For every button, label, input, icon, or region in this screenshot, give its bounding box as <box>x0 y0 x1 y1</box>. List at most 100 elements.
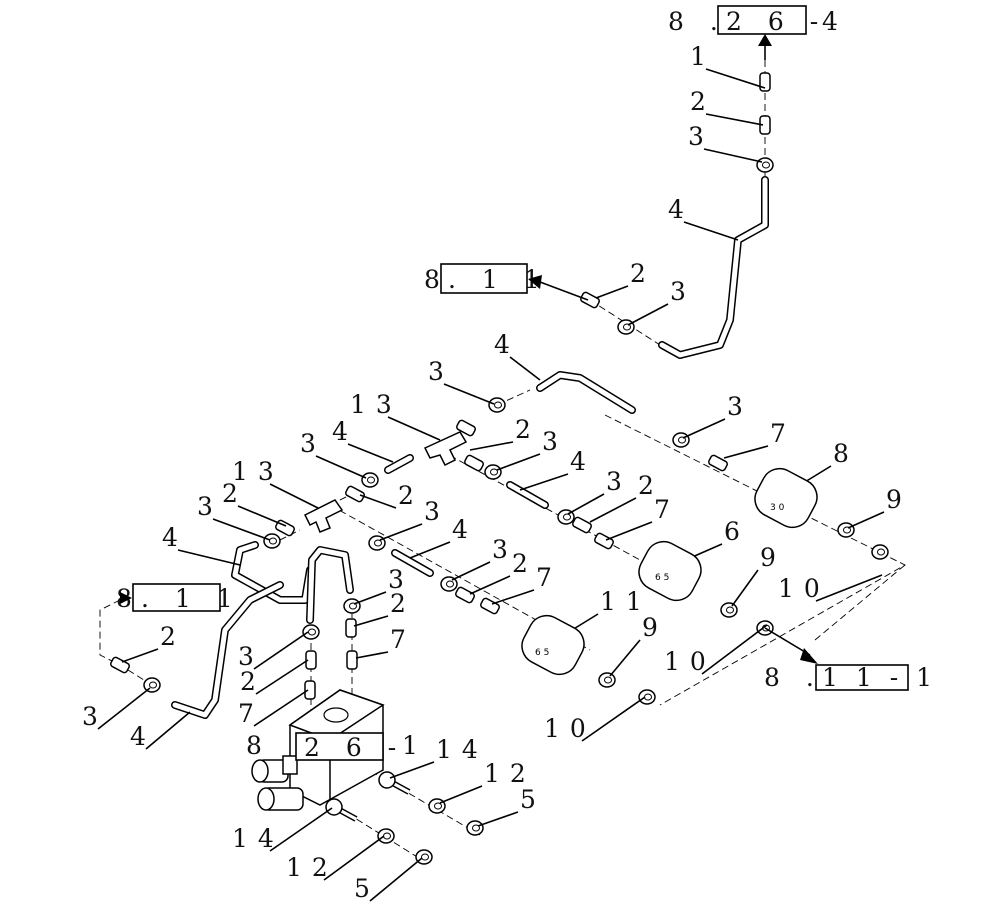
callout-label: 3 <box>197 492 223 521</box>
nut-icon <box>377 828 395 844</box>
leader-line <box>269 483 319 509</box>
filter-6: 6 5 <box>638 540 702 602</box>
callout-label: 4 <box>452 515 478 544</box>
callout-label: 12 <box>484 759 536 788</box>
callout-label: 3 <box>727 392 753 421</box>
leader-line <box>705 68 766 89</box>
callout-label: 5 <box>520 785 546 814</box>
fitting-icon <box>455 586 475 604</box>
nut-hole-icon <box>446 580 454 588</box>
nut-hole-icon <box>762 161 770 169</box>
leader-line <box>567 493 605 515</box>
nut-hole-icon <box>472 824 480 832</box>
callout-label: 3 <box>238 642 264 671</box>
callout-label: 3 <box>542 427 568 456</box>
callout-label: 6 <box>724 517 750 546</box>
ref-prefix: 8 . <box>764 663 823 692</box>
callout-label: 7 <box>536 563 562 592</box>
reference-8-26-1: 8 2 6 - 1 <box>246 731 418 762</box>
fitting-icon <box>480 597 500 615</box>
callout-label: 1 <box>690 42 716 71</box>
callout-label: 14 <box>232 824 284 853</box>
callout-label: 10 <box>544 714 596 743</box>
nut-hole-icon <box>149 681 157 689</box>
fitting-icon <box>345 485 365 503</box>
nut-icon <box>488 397 506 413</box>
nut-icon <box>466 820 484 836</box>
fitting-icon <box>346 650 358 670</box>
arrow-icon <box>758 34 772 46</box>
callout-label: 8 <box>833 439 859 468</box>
leader-line <box>255 659 309 695</box>
ref-suffix: 4 <box>822 7 847 36</box>
leader-line <box>723 445 769 459</box>
callout-label: 9 <box>642 613 668 642</box>
leader-line <box>253 689 309 727</box>
leader-line <box>469 441 514 451</box>
callout-label: 9 <box>886 485 912 514</box>
nut-hole-icon <box>843 526 851 534</box>
leader-lines <box>97 68 885 902</box>
callout-label: 2 <box>398 481 424 510</box>
leader-line <box>683 221 739 241</box>
fitting-icon <box>305 650 317 670</box>
leader-line <box>269 807 333 852</box>
callout-label: 2 <box>690 87 716 116</box>
nut-hole-icon <box>726 606 734 614</box>
nut-hole-icon <box>367 476 375 484</box>
callout-label: 7 <box>654 495 680 524</box>
reference-8-11-1: 8 . 1 1 - 1 <box>764 627 932 692</box>
callout-label: 13 <box>232 457 284 486</box>
nut-icon <box>440 576 458 592</box>
arrow-icon <box>528 275 542 289</box>
callout-label: 3 <box>670 277 696 306</box>
leader-line <box>353 591 387 605</box>
leader-line <box>359 494 397 509</box>
leader-line <box>439 785 483 804</box>
leader-line <box>379 523 423 541</box>
leader-line <box>389 761 435 779</box>
leader-line <box>253 631 309 670</box>
leader-line <box>689 543 723 559</box>
nut-icon <box>871 544 889 560</box>
callout-label: 7 <box>390 625 416 654</box>
callout-label: 4 <box>332 417 358 446</box>
reference-8-11-b: 8 . 1 1 <box>116 583 233 613</box>
callout-label: 11 <box>600 587 652 616</box>
nut-hole-icon <box>623 323 631 331</box>
leader-line <box>605 521 653 541</box>
filter-8: 3 0 <box>754 467 818 529</box>
leader-line <box>627 303 669 326</box>
leader-line <box>519 473 569 491</box>
leader-line <box>705 113 764 126</box>
nut-icon <box>361 472 379 488</box>
leader-line <box>353 615 389 627</box>
nut-icon <box>617 319 635 335</box>
fitting-icon <box>345 618 357 638</box>
leader-line <box>451 561 491 581</box>
nut-hole-icon <box>308 628 316 636</box>
nut-hole-icon <box>494 401 502 409</box>
callout-label: 10 <box>778 574 830 603</box>
callout-label: 4 <box>130 722 156 751</box>
callout-label: 4 <box>668 195 694 224</box>
nut-icon <box>484 464 502 480</box>
nut-icon <box>263 533 281 549</box>
leader-line <box>477 811 519 827</box>
nut-hole-icon <box>269 537 277 545</box>
callout-label: 7 <box>238 699 264 728</box>
nut-hole-icon <box>877 548 885 556</box>
leader-line <box>355 651 389 659</box>
callout-label: 3 <box>82 702 108 731</box>
callout-label: 2 <box>630 259 656 288</box>
nut-icon <box>837 522 855 538</box>
leader-line <box>847 511 885 529</box>
leader-line <box>212 518 271 541</box>
callout-label: 4 <box>494 330 520 359</box>
callout-label: 14 <box>436 735 488 764</box>
leader-line <box>581 696 646 742</box>
leader-line <box>97 687 151 730</box>
callout-label: 7 <box>770 419 796 448</box>
callout-label: 2 <box>240 667 266 696</box>
